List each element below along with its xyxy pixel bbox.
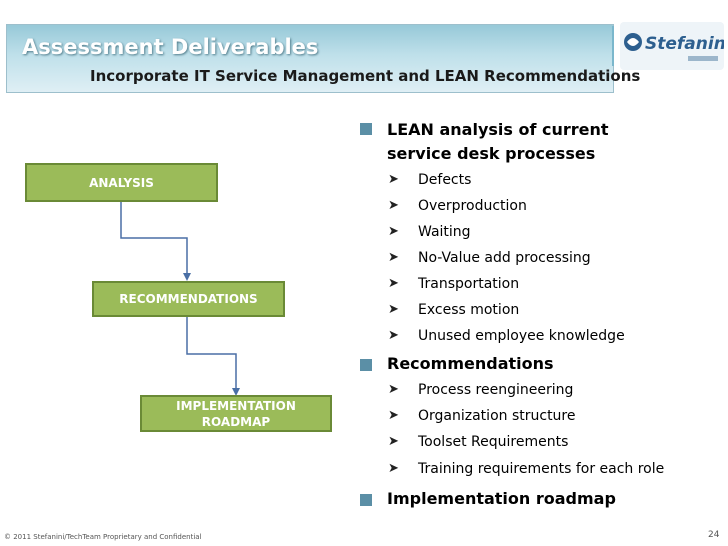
- slide-subtitle: Incorporate IT Service Management and LE…: [90, 67, 641, 85]
- page-number: 24: [708, 530, 720, 540]
- square-bullet-icon: [360, 123, 372, 135]
- arrow-bullet-icon: ➤: [388, 328, 399, 343]
- square-bullet-icon: [360, 359, 372, 371]
- arrow-bullet-icon: ➤: [388, 302, 399, 317]
- slide-title: Assessment Deliverables: [22, 35, 319, 59]
- square-bullet-icon: [360, 494, 372, 506]
- arrow-bullet-icon: ➤: [388, 408, 399, 423]
- arrow-bullet-icon: ➤: [388, 250, 399, 265]
- header-divider: [612, 26, 614, 66]
- implementation-roadmap-box: IMPLEMENTATION ROADMAP: [140, 395, 332, 432]
- analysis-box: ANALYSIS: [25, 163, 218, 202]
- footer-copyright: © 2011 Stefanini/TechTeam Proprietary an…: [4, 533, 202, 541]
- stefanini-logo: Stefanini: [620, 22, 728, 70]
- arrow-bullet-icon: ➤: [388, 198, 399, 213]
- arrow-bullet-icon: ➤: [388, 276, 399, 291]
- arrow-bullet-icon: ➤: [388, 172, 399, 187]
- svg-text:Stefanini: Stefanini: [645, 34, 724, 54]
- arrow-bullet-icon: ➤: [388, 224, 399, 239]
- recommendations-box: RECOMMENDATIONS: [92, 281, 285, 317]
- header-band: [6, 24, 614, 93]
- arrow-bullet-icon: ➤: [388, 434, 399, 449]
- arrow-bullet-icon: ➤: [388, 382, 399, 397]
- arrow-bullet-icon: ➤: [388, 461, 399, 476]
